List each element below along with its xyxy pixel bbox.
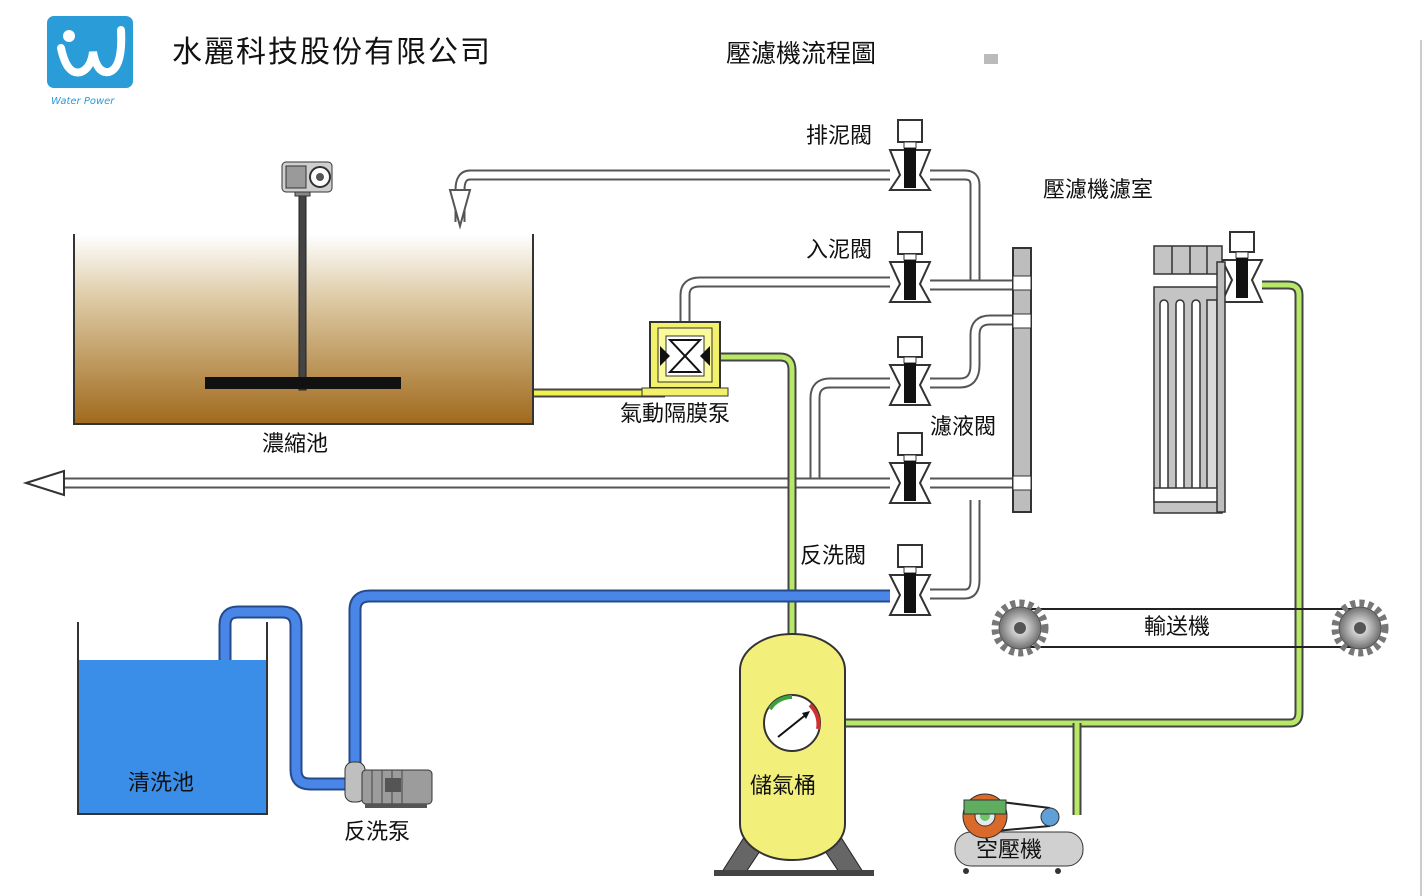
air-blow-valve	[1220, 231, 1264, 303]
thickener-tank	[73, 194, 534, 425]
sludge-inlet-pipe	[679, 276, 1015, 322]
filtrate-valve-lower	[888, 432, 932, 504]
backwash-pump	[344, 761, 433, 808]
conveyor	[1020, 608, 1360, 648]
diaphragm-pump-label: 氣動隔膜泵	[620, 402, 731, 427]
filtrate-outlet-arrow	[22, 469, 65, 497]
pressure-gauge-icon	[763, 694, 821, 752]
right-gear-icon	[1331, 599, 1389, 657]
thickener-label: 濃縮池	[262, 432, 329, 457]
filtrate-valve-upper	[888, 336, 932, 406]
air-line	[715, 280, 1304, 815]
filter-chamber-label: 壓濾機濾室	[1043, 178, 1154, 203]
backwash-pump-label: 反洗泵	[344, 820, 411, 845]
agitator-motor-icon	[281, 161, 333, 197]
diaphragm-pump	[641, 321, 729, 397]
wash-tank	[77, 622, 268, 815]
diagram-title: 壓濾機流程圖	[726, 39, 877, 68]
left-gear-icon	[991, 599, 1049, 657]
backwash-valve	[888, 544, 932, 616]
wash-tank-label: 清洗池	[128, 771, 195, 796]
filter-chamber-plates	[1153, 245, 1226, 514]
sludge-inlet-valve-label: 入泥閥	[806, 238, 873, 263]
air-receiver-tank	[714, 633, 874, 876]
filter-press-head	[1012, 247, 1032, 513]
air-receiver-label: 儲氣桶	[750, 774, 817, 799]
return-arrow-head	[448, 189, 472, 230]
air-compressor-label: 空壓機	[976, 838, 1043, 863]
company-name: 水麗科技股份有限公司	[172, 35, 492, 70]
sludge-discharge-valve-label: 排泥閥	[806, 124, 873, 149]
sludge-inlet-valve	[888, 231, 932, 303]
brand-logo	[47, 16, 133, 88]
air-compressor	[954, 793, 1084, 874]
logo-mark-icon	[57, 26, 126, 77]
sludge-discharge-valve	[888, 119, 932, 191]
backwash-water-line	[218, 589, 890, 795]
filtrate-pipes	[60, 314, 1015, 600]
corner-marker	[984, 54, 998, 64]
conveyor-label: 輸送機	[1144, 615, 1211, 640]
logo-caption: Water Power	[51, 96, 115, 107]
backwash-valve-label: 反洗閥	[800, 544, 867, 569]
filtrate-valve-label: 濾液閥	[930, 415, 997, 440]
